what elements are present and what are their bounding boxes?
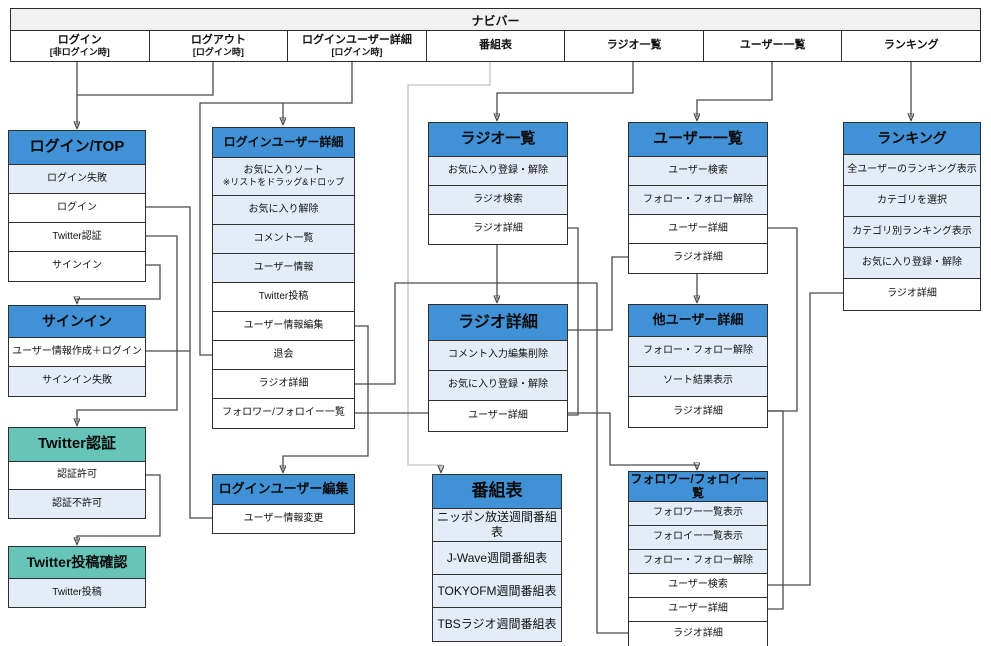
node-favorite-toggle: お気に入り登録・解除: [844, 248, 980, 279]
box-follower-list-header: フォロワー/フォロイー一覧: [629, 472, 767, 502]
node-auth-allow: 認証許可: [9, 462, 145, 490]
nav-item-ranking[interactable]: ランキング: [842, 30, 982, 62]
node-user-detail-link: ユーザー詳細: [629, 215, 767, 244]
node-all-user-ranking: 全ユーザーのランキング表示: [844, 155, 980, 186]
nav-item-logout[interactable]: ログアウト [ログイン時]: [149, 30, 289, 62]
node-followee-view: フォロイー一覧表示: [629, 526, 767, 550]
node-login: ログイン: [9, 194, 145, 223]
navbar-items: ログイン [非ログイン時] ログアウト [ログイン時] ログインユーザー詳細 […: [10, 30, 982, 62]
node-auth-deny: 認証不許可: [9, 490, 145, 518]
box-program-table-header: 番組表: [433, 475, 561, 509]
node-category-select: カテゴリを選択: [844, 186, 980, 217]
node-user-search: ユーザー検索: [629, 157, 767, 186]
box-radio-list: ラジオ一覧 お気に入り登録・解除 ラジオ検索 ラジオ詳細: [428, 122, 568, 245]
nav-item-program-table[interactable]: 番組表: [426, 30, 566, 62]
node-favorite-toggle: お気に入り登録・解除: [429, 371, 567, 401]
node-jwave-table: J-Wave週間番組表: [433, 542, 561, 575]
box-signin-header: サインイン: [9, 306, 145, 338]
node-radio-detail-link: ラジオ詳細: [629, 244, 767, 273]
node-user-info-change: ユーザー情報変更: [213, 505, 354, 533]
box-radio-detail: ラジオ詳細 コメント入力編集削除 お気に入り登録・解除 ユーザー詳細: [428, 304, 568, 432]
box-login-top: ログイン/TOP ログイン失敗 ログイン Twitter認証 サインイン: [8, 130, 146, 282]
node-follower-view: フォロワー一覧表示: [629, 502, 767, 526]
node-tbs-radio-table: TBSラジオ週間番組表: [433, 608, 561, 641]
box-signin: サインイン ユーザー情報作成＋ログイン サインイン失敗: [8, 305, 146, 397]
navbar: ナビバー: [10, 8, 981, 32]
box-login-top-header: ログイン/TOP: [9, 131, 145, 165]
node-radio-detail-link: ラジオ詳細: [844, 279, 980, 310]
node-follow-toggle: フォロー・フォロー解除: [629, 550, 767, 574]
box-login-user-detail: ログインユーザー詳細 お気に入りソート ※リストをドラッグ&ドロップ お気に入り…: [212, 127, 355, 429]
node-user-detail-link: ユーザー詳細: [429, 401, 567, 431]
box-login-user-edit-header: ログインユーザー編集: [213, 475, 354, 505]
node-sort-result: ソート結果表示: [629, 367, 767, 397]
box-twitter-auth-header: Twitter認証: [9, 428, 145, 462]
box-radio-list-header: ラジオ一覧: [429, 123, 567, 157]
node-favorite-toggle: お気に入り登録・解除: [429, 157, 567, 186]
box-ranking-header: ランキング: [844, 123, 980, 155]
box-other-user-detail: 他ユーザー詳細 フォロー・フォロー解除 ソート結果表示 ラジオ詳細: [628, 304, 768, 428]
box-twitter-post-confirm: Twitter投稿確認 Twitter投稿: [8, 546, 146, 608]
box-radio-detail-header: ラジオ詳細: [429, 305, 567, 341]
node-radio-detail-link: ラジオ詳細: [629, 397, 767, 427]
node-comment-edit-delete: コメント入力編集削除: [429, 341, 567, 371]
node-tokyofm-table: TOKYOFM週間番組表: [433, 575, 561, 608]
box-program-table: 番組表 ニッポン放送週間番組表 J-Wave週間番組表 TOKYOFM週間番組表…: [432, 474, 562, 642]
box-user-list: ユーザー一覧 ユーザー検索 フォロー・フォロー解除 ユーザー詳細 ラジオ詳細: [628, 122, 768, 274]
node-follower-list-link: フォロワー/フォロイー一覧: [213, 399, 354, 428]
box-other-user-detail-header: 他ユーザー詳細: [629, 305, 767, 337]
node-user-info: ユーザー情報: [213, 254, 354, 283]
node-radio-detail-link: ラジオ詳細: [429, 215, 567, 244]
box-follower-list: フォロワー/フォロイー一覧 フォロワー一覧表示 フォロイー一覧表示 フォロー・フ…: [628, 471, 768, 646]
node-withdraw: 退会: [213, 341, 354, 370]
nav-item-radio-list[interactable]: ラジオ一覧: [565, 30, 704, 62]
box-twitter-auth: Twitter認証 認証許可 認証不許可: [8, 427, 146, 519]
node-favorite-sort: お気に入りソート ※リストをドラッグ&ドロップ: [213, 158, 354, 196]
nav-item-user-list[interactable]: ユーザー一覧: [703, 30, 843, 62]
nav-item-login-user-detail[interactable]: ログインユーザー詳細 [ログイン時]: [288, 30, 427, 62]
node-twitter-auth-link: Twitter認証: [9, 223, 145, 252]
node-favorite-remove: お気に入り解除: [213, 196, 354, 225]
box-twitter-post-confirm-header: Twitter投稿確認: [9, 547, 145, 579]
node-twitter-post-link: Twitter投稿: [213, 283, 354, 312]
node-create-user-login: ユーザー情報作成＋ログイン: [9, 338, 145, 367]
node-radio-detail-link: ラジオ詳細: [629, 622, 767, 646]
node-user-search-link: ユーザー検索: [629, 574, 767, 598]
box-ranking: ランキング 全ユーザーのランキング表示 カテゴリを選択 カテゴリ別ランキング表示…: [843, 122, 981, 311]
node-user-detail-link: ユーザー詳細: [629, 598, 767, 622]
node-signin-link: サインイン: [9, 252, 145, 281]
node-twitter-post: Twitter投稿: [9, 579, 145, 607]
node-user-info-edit: ユーザー情報編集: [213, 312, 354, 341]
node-follow-toggle: フォロー・フォロー解除: [629, 186, 767, 215]
node-signin-fail: サインイン失敗: [9, 367, 145, 396]
node-category-ranking: カテゴリ別ランキング表示: [844, 217, 980, 248]
node-follow-toggle: フォロー・フォロー解除: [629, 337, 767, 367]
navbar-title: ナビバー: [471, 13, 520, 28]
nav-item-login[interactable]: ログイン [非ログイン時]: [10, 30, 150, 62]
box-user-list-header: ユーザー一覧: [629, 123, 767, 157]
box-login-user-detail-header: ログインユーザー詳細: [213, 128, 354, 158]
node-radio-detail-link: ラジオ詳細: [213, 370, 354, 399]
node-radio-search: ラジオ検索: [429, 186, 567, 215]
node-nippon-broadcast-table: ニッポン放送週間番組表: [433, 509, 561, 542]
node-comment-list: コメント一覧: [213, 225, 354, 254]
node-login-fail: ログイン失敗: [9, 165, 145, 194]
box-login-user-edit: ログインユーザー編集 ユーザー情報変更: [212, 474, 355, 534]
